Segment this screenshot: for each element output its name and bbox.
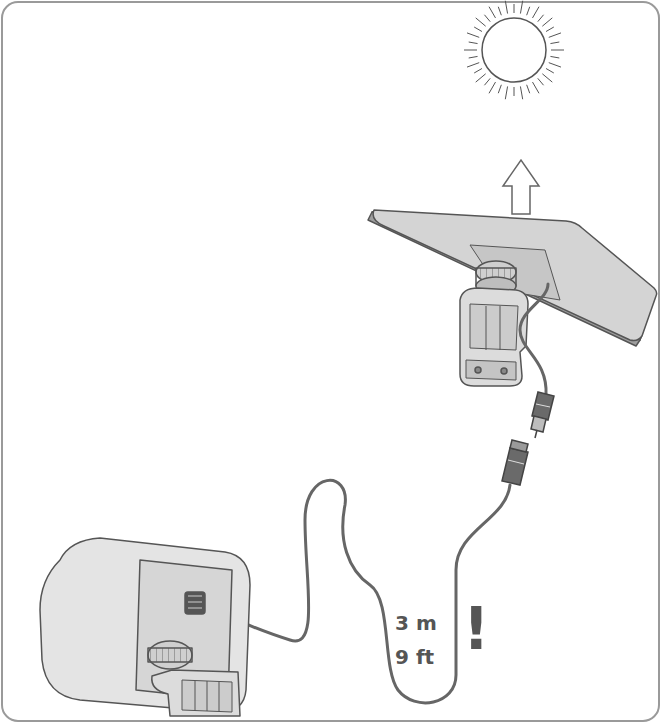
cable — [200, 284, 548, 703]
charging-station — [40, 538, 250, 716]
length-metric: 3 m — [392, 612, 440, 634]
cable-connector — [502, 392, 554, 485]
sun-symbol — [464, 1, 564, 99]
panel-mount — [460, 261, 528, 386]
length-imperial: 9 ft — [392, 646, 437, 668]
warning-mark: ! — [460, 598, 492, 662]
up-arrow — [503, 160, 539, 214]
